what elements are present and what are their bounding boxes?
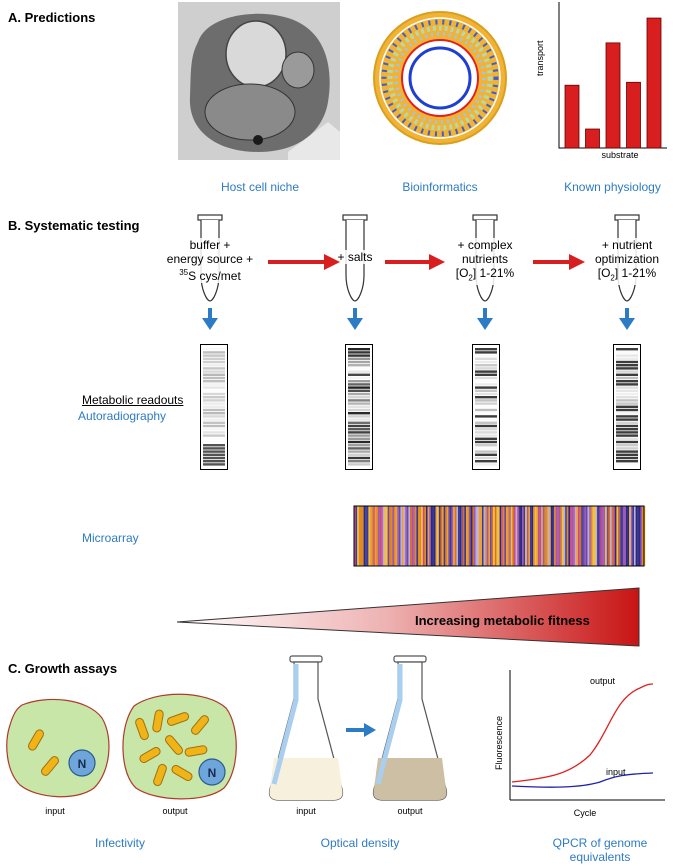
section-b-title: B. Systematic testing — [8, 218, 140, 233]
gel-lane-1 — [200, 344, 228, 470]
host-cell-input: N — [6, 698, 110, 798]
autoradiography-label: Autoradiography — [78, 409, 167, 423]
nucleus-label-output: N — [208, 766, 217, 780]
gel-lane-2 — [345, 344, 373, 470]
arrow-step-2 — [385, 254, 445, 270]
gel-lane-3 — [472, 344, 500, 470]
fitness-label: Increasing metabolic fitness — [415, 613, 590, 628]
microarray-label: Microarray — [82, 531, 139, 545]
flask-output-label: output — [397, 806, 423, 816]
arrow-step-1 — [268, 254, 340, 270]
bar-3 — [605, 42, 621, 149]
qpcr-input-curve — [511, 772, 654, 788]
bar-1 — [564, 84, 580, 149]
qpcr-xlabel: Cycle — [573, 808, 597, 818]
down-arrow-2 — [347, 308, 363, 330]
flask-arrow — [346, 723, 376, 737]
tube-4-label: + nutrient optimization [O2] 1-21% — [580, 238, 674, 286]
genome-circle-map — [373, 11, 507, 145]
down-arrow-1 — [202, 308, 218, 330]
caption-known-physiology: Known physiology — [564, 180, 661, 194]
metabolic-readouts-header: Metabolic readouts — [82, 393, 184, 407]
bar-4 — [626, 81, 641, 149]
em-micrograph — [178, 2, 340, 160]
section-a-title: A. Predictions — [8, 10, 96, 25]
section-c-title: C. Growth assays — [8, 661, 118, 676]
down-arrow-3 — [477, 308, 493, 330]
caption-qpcr: QPCR of genome equivalents — [552, 836, 648, 864]
transport-bar-chart — [558, 2, 667, 149]
qpcr-output-curve — [511, 683, 654, 783]
flask-output — [372, 655, 448, 801]
bar-5 — [646, 17, 662, 149]
caption-infectivity: Infectivity — [94, 836, 145, 850]
caption-optical-density: Optical density — [320, 836, 400, 850]
fitness-wedge — [176, 587, 640, 647]
bar-chart-xlabel: substrate — [601, 150, 639, 160]
arrow-step-3 — [533, 254, 585, 270]
tube-2-label: + salts — [330, 250, 380, 264]
qpcr-output-label: output — [590, 676, 616, 686]
qpcr-ylabel: Fluorescence — [494, 715, 504, 770]
tube-1-label: buffer + energy source + 35S cys/met — [150, 238, 270, 283]
caption-host-cell-niche: Host cell niche — [220, 180, 300, 194]
flask-input — [268, 655, 344, 801]
down-arrow-4 — [619, 308, 635, 330]
qpcr-plot — [509, 670, 665, 801]
qpcr-input-label: input — [606, 767, 626, 777]
cell-output-label: output — [162, 806, 188, 816]
gel-lane-4 — [613, 344, 641, 470]
caption-bioinformatics: Bioinformatics — [402, 180, 478, 194]
flask-input-label: input — [296, 806, 316, 816]
bar-2 — [585, 128, 600, 149]
host-cell-output: N — [122, 693, 237, 800]
nucleus-label-input: N — [78, 757, 87, 771]
cell-input-label: input — [45, 806, 65, 816]
bar-chart-ylabel: transport — [535, 40, 545, 76]
microarray-stripes — [353, 505, 646, 567]
tube-3-label: + complex nutrients [O2] 1-21% — [438, 238, 532, 286]
